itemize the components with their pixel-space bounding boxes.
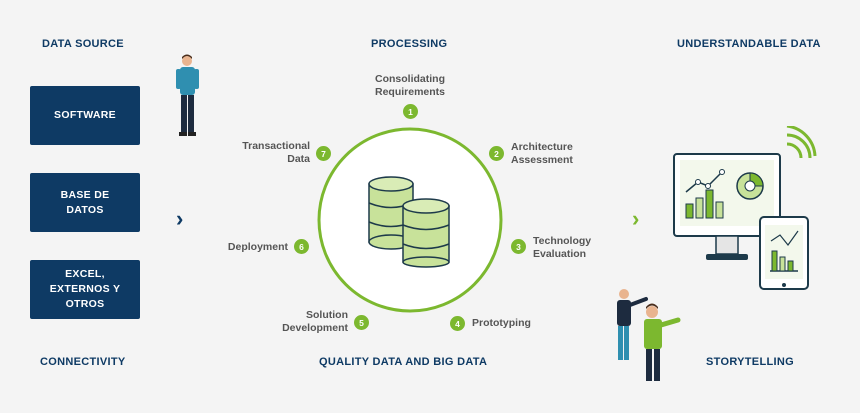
step-number-2: 2 xyxy=(489,146,504,161)
source-box-database: BASE DE DATOS xyxy=(30,173,140,232)
source-box-software: SOFTWARE xyxy=(30,86,140,145)
step-number-1: 1 xyxy=(403,104,418,119)
presenting-people-icon xyxy=(617,289,681,381)
step-number-7: 7 xyxy=(316,146,331,161)
database-icon xyxy=(368,176,450,268)
step-label-2: Architecture Assessment xyxy=(511,141,573,166)
signal-icon xyxy=(786,126,817,159)
connectivity-heading: CONNECTIVITY xyxy=(40,356,126,368)
monitor-chart-icon xyxy=(673,153,781,260)
quality-heading: QUALITY DATA AND BIG DATA xyxy=(319,356,488,368)
source-box-excel: EXCEL, EXTERNOS Y OTROS xyxy=(30,260,140,319)
chevron-right-icon: › xyxy=(632,206,640,231)
step-label-4: Prototyping xyxy=(472,317,531,329)
processing-heading: PROCESSING xyxy=(371,38,448,50)
step-label-1: Consolidating Requirements xyxy=(374,73,446,98)
standing-person-icon xyxy=(176,54,199,136)
chevron-right-icon: › xyxy=(176,206,184,231)
data-source-heading: DATA SOURCE xyxy=(42,38,124,50)
step-label-3: Technology Evaluation xyxy=(533,235,592,260)
step-label-7: Transactional Data xyxy=(242,140,310,165)
storytelling-heading: STORYTELLING xyxy=(706,356,794,368)
step-number-6: 6 xyxy=(294,239,309,254)
step-label-5: Solution Development xyxy=(282,309,348,334)
step-number-4: 4 xyxy=(450,316,465,331)
tablet-chart-icon xyxy=(759,216,809,290)
understandable-data-heading: UNDERSTANDABLE DATA xyxy=(677,38,821,50)
step-number-5: 5 xyxy=(354,315,369,330)
step-label-6: Deployment xyxy=(227,241,288,253)
step-number-3: 3 xyxy=(511,239,526,254)
